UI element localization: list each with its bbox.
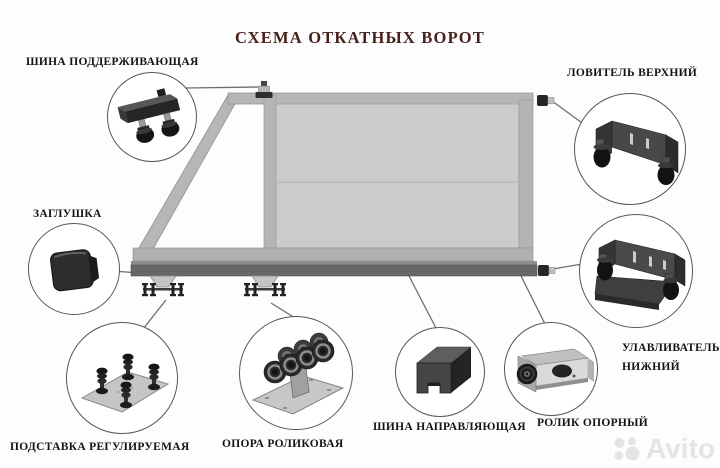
callout-lower-catcher	[579, 214, 693, 328]
gate-right-member	[518, 99, 534, 249]
guide-rail-icon	[416, 346, 472, 394]
callout-upper-catcher	[574, 93, 686, 205]
connector-supporting-rail	[185, 86, 260, 89]
lower-catcher-icon	[594, 239, 686, 310]
part-label-roller-carriage: ОПОРА РОЛИКОВАЯ	[222, 438, 344, 450]
adjustable-stand-icon	[80, 353, 170, 413]
callout-adjustable-stand	[66, 322, 178, 434]
part-label-adjustable-stand: ПОДСТАВКА РЕГУЛИРУЕМАЯ	[10, 441, 190, 453]
gate-assembly	[130, 92, 538, 277]
part-label-guide-rail: ШИНА НАПРАВЛЯЮЩАЯ	[373, 421, 526, 433]
callout-guide-rail	[395, 327, 485, 417]
end-cap-icon	[50, 249, 100, 292]
roller-trolley-left	[142, 275, 184, 297]
roller-trolley-right	[244, 275, 286, 297]
upper-catcher-icon	[593, 120, 679, 185]
connector-adjustable-stand	[142, 299, 167, 330]
callout-support-roller	[504, 322, 598, 416]
connector-upper-catcher	[551, 100, 586, 126]
roller-carriage-icon	[251, 332, 345, 415]
callout-supporting-rail	[107, 72, 197, 162]
part-label-end-cap: ЗАГЛУШКА	[33, 208, 102, 220]
callout-end-cap	[28, 223, 120, 315]
gate-post	[263, 94, 277, 262]
support-roller-icon	[516, 348, 594, 393]
part-label-supporting-rail: ШИНА ПОДДЕРЖИВАЮЩАЯ	[26, 56, 199, 68]
avito-logo-icon	[614, 437, 640, 461]
gate-panel	[275, 103, 520, 249]
page-title: СХЕМА ОТКАТНЫХ ВОРОТ	[234, 28, 486, 47]
connector-guide-rail	[408, 275, 438, 331]
avito-watermark-text: Avito	[646, 433, 715, 464]
gate-bottom-member	[132, 247, 534, 262]
part-label-upper-catcher: ЛОВИТЕЛЬ ВЕРХНИЙ	[567, 67, 698, 79]
callout-roller-carriage	[239, 316, 353, 430]
part-label-support-roller: РОЛИК ОПОРНЫЙ	[537, 417, 648, 429]
supporting-rail-icon	[117, 88, 181, 143]
connector-support-roller	[520, 275, 548, 329]
catcher-bolt-bottom	[538, 265, 556, 276]
bottom-rail-top-edge	[131, 261, 537, 265]
part-label-lower-catcher: УЛАВЛИВАТЕЛЬ НИЖНИЙ	[622, 342, 720, 373]
avito-watermark: Avito	[611, 435, 715, 463]
connector-lower-catcher	[552, 263, 583, 270]
bottom-rail	[130, 264, 538, 277]
top-support-roller	[255, 81, 273, 98]
catcher-bolt-top	[537, 95, 555, 106]
